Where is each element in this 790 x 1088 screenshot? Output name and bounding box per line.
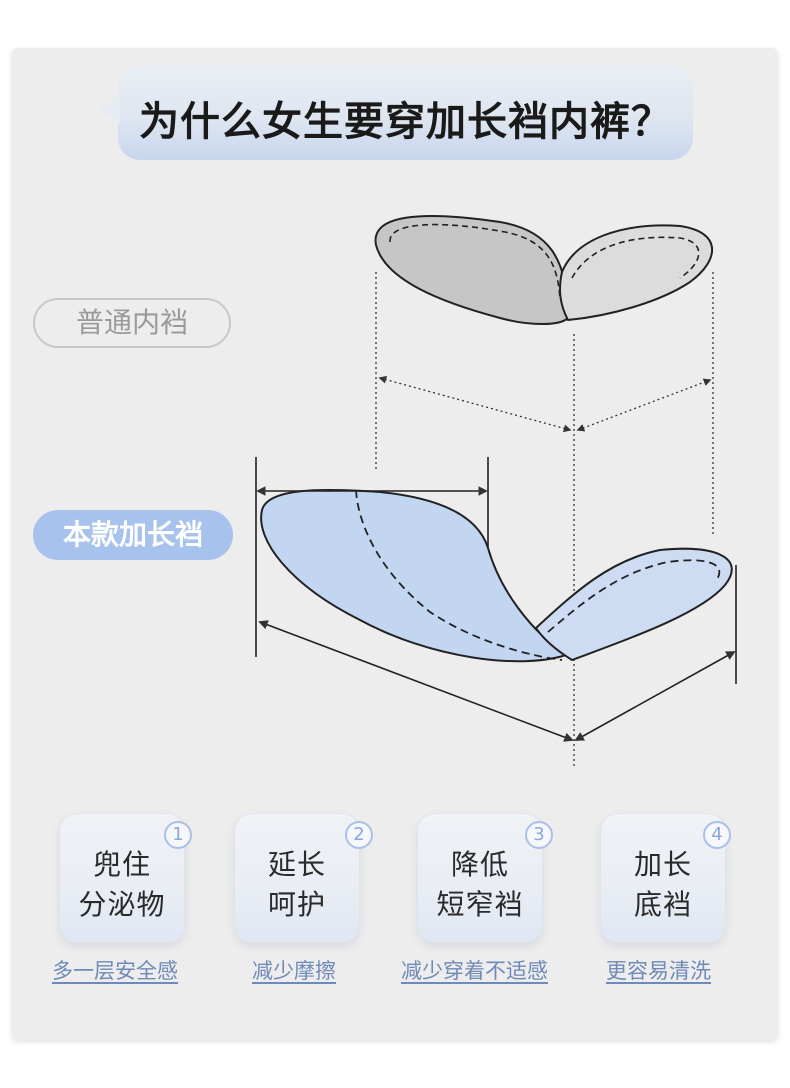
feature-3-caption: 减少穿着不适感	[401, 959, 548, 983]
normal-gusset-label: 普通内裆	[33, 298, 231, 348]
feature-3-line1: 降低	[450, 848, 509, 881]
feature-card-3: 降低 短窄裆	[417, 813, 543, 943]
long-gusset-shape	[260, 489, 733, 663]
long-gusset-label: 本款加长裆	[33, 510, 233, 560]
feature-3-line2: 短窄裆	[436, 888, 524, 921]
feature-2-line1: 延长	[267, 848, 326, 881]
feature-1-line2: 分泌物	[78, 888, 166, 921]
measurement-guides	[375, 272, 714, 768]
feature-4-line2: 底裆	[633, 888, 692, 921]
feature-2-line2: 呵护	[267, 888, 326, 921]
feature-1-caption: 多一层安全感	[52, 959, 178, 983]
feature-1-number-badge: 1	[164, 821, 192, 849]
feature-2-number-badge: 2	[345, 821, 373, 849]
gusset-comparison-diagram	[255, 214, 737, 768]
feature-3-number-badge: 3	[525, 821, 553, 849]
feature-4-number-badge: 4	[703, 821, 731, 849]
page-title: 为什么女生要穿加长裆内裤？	[139, 99, 672, 145]
feature-1-line1: 兜住	[92, 848, 151, 881]
feature-4-caption: 更容易清洗	[606, 959, 711, 983]
normal-gusset-shape	[374, 214, 714, 325]
feature-2-caption: 减少摩擦	[252, 959, 336, 983]
dimension-lines	[255, 457, 737, 742]
feature-4-line1: 加长	[633, 848, 692, 881]
feature-card-2: 延长 呵护	[234, 813, 360, 943]
title-bubble: 为什么女生要穿加长裆内裤？	[96, 65, 693, 160]
